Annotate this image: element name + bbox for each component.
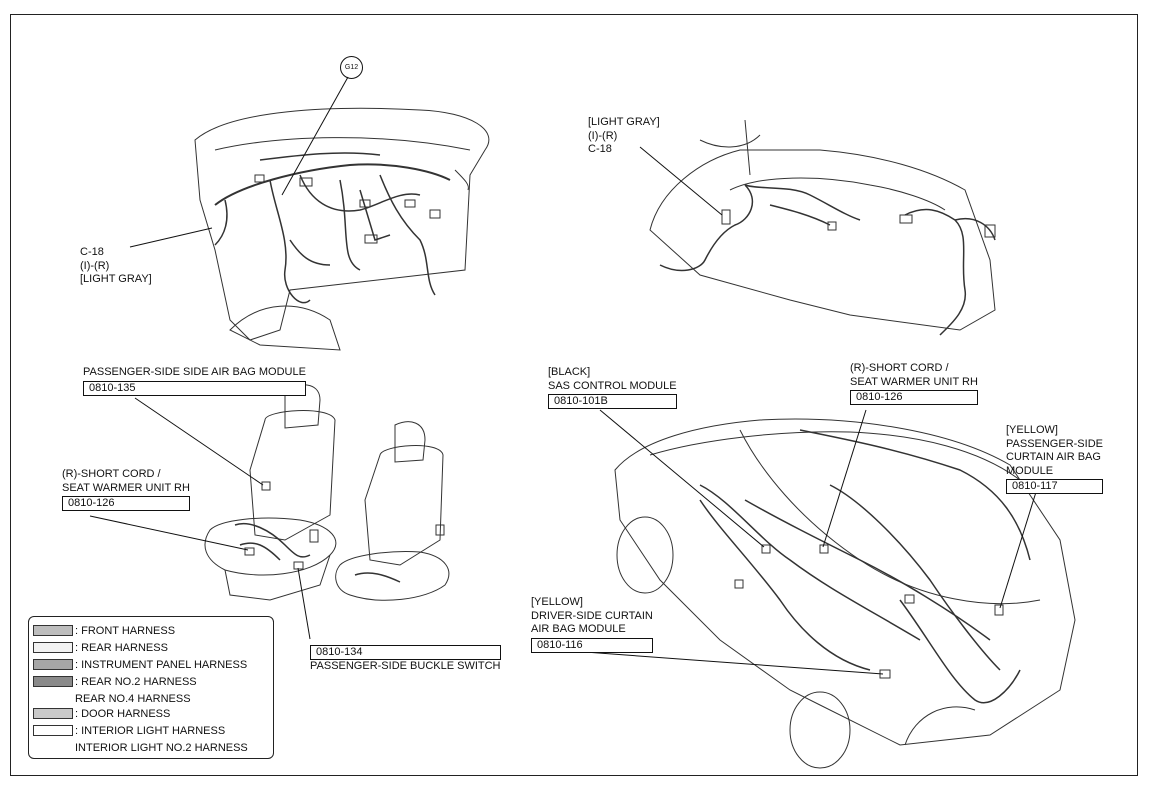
legend-swatch [33, 625, 73, 636]
short-cord-right-label: (R)-SHORT CORD / SEAT WARMER UNIT RH 081… [850, 362, 978, 405]
leader-lines [89, 76, 1037, 675]
ground-point-g12: G12 [340, 56, 363, 79]
code-box: 0810-101B [548, 394, 677, 409]
passenger-side-airbag-label: PASSENGER-SIDE SIDE AIR BAG MODULE 0810-… [83, 366, 306, 396]
code-box: 0810-126 [850, 390, 978, 405]
harness-legend: : FRONT HARNESS : REAR HARNESS : INSTRUM… [28, 616, 274, 759]
driver-curtain-label: [YELLOW] DRIVER-SIDE CURTAIN AIR BAG MOD… [531, 596, 653, 653]
top-left-connector-label: C-18 (I)-(R) [LIGHT GRAY] [80, 246, 152, 285]
legend-swatch [33, 676, 73, 687]
legend-swatch [33, 659, 73, 670]
diagram-frame [10, 14, 1138, 776]
code-box: 0810-116 [531, 637, 653, 653]
code-box: 0810-126 [62, 496, 190, 511]
legend-swatch [33, 642, 73, 653]
code-box: 0810-135 [83, 380, 306, 396]
legend-swatch [33, 708, 73, 719]
dashboard-illustration [194, 107, 490, 351]
sas-module-label: [BLACK] SAS CONTROL MODULE 0810-101B [548, 366, 677, 409]
seats-illustration [204, 384, 450, 601]
code-box: 0810-117 [1006, 479, 1103, 494]
door-illustration [649, 119, 996, 336]
passenger-curtain-label: [YELLOW] PASSENGER-SIDE CURTAIN AIR BAG … [1006, 424, 1103, 494]
short-cord-left-label: (R)-SHORT CORD / SEAT WARMER UNIT RH 081… [62, 468, 190, 511]
top-right-connector-label: [LIGHT GRAY] (I)-(R) C-18 [588, 116, 660, 155]
code-box: 0810-134 [310, 645, 501, 660]
legend-swatch [33, 725, 73, 736]
car-illustration [614, 418, 1076, 769]
buckle-switch-label: 0810-134 PASSENGER-SIDE BUCKLE SWITCH [310, 645, 501, 672]
